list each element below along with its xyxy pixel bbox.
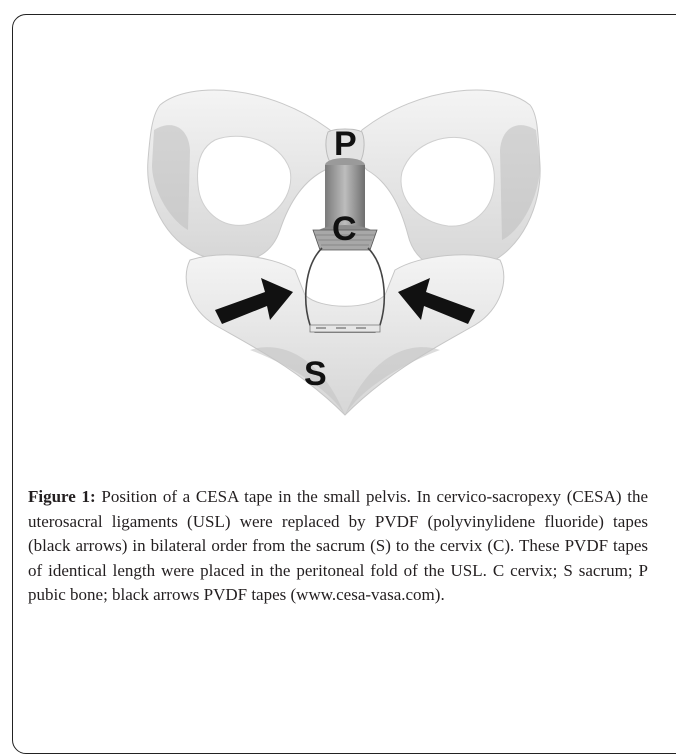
label-pubic: P [334, 125, 357, 163]
label-sacrum: S [304, 355, 327, 393]
figure-caption: Figure 1: Position of a CESA tape in the… [28, 485, 648, 608]
caption-text: Position of a CESA tape in the small pel… [28, 487, 648, 604]
sacrum-bone [186, 255, 504, 415]
label-cervix: C [332, 210, 357, 248]
caption-label: Figure 1: [28, 487, 96, 506]
left-hip-bone [148, 90, 335, 262]
right-hip-bone [357, 90, 540, 271]
pelvis-illustration: P C S [130, 70, 560, 420]
